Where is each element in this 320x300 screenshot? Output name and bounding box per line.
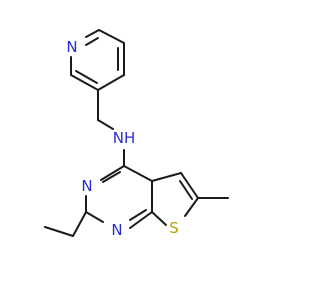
bond	[44, 226, 74, 237]
bond-layer	[44, 29, 229, 237]
bond	[85, 37, 99, 46]
bond	[180, 172, 199, 199]
bond	[129, 209, 147, 221]
bond	[98, 29, 125, 44]
pyrimidine-n1-label: N	[111, 221, 122, 239]
bond	[70, 74, 99, 91]
atom-label-layer: N NH N N S	[66, 38, 178, 239]
bond	[179, 180, 193, 200]
thiophene-sulfur-label: S	[169, 219, 179, 237]
pyrimidine-n3-label: N	[81, 177, 92, 195]
bond	[151, 172, 182, 182]
bond	[97, 74, 125, 91]
bond	[85, 29, 100, 38]
bond	[97, 119, 114, 130]
bond	[75, 70, 98, 84]
bond	[85, 211, 104, 223]
bond	[129, 211, 153, 229]
molecule-structure: N NH N N S	[44, 29, 229, 239]
bond	[100, 165, 125, 181]
amine-nh-label: NH	[113, 129, 136, 147]
bond	[184, 197, 199, 217]
pyridine-nitrogen-label: N	[66, 38, 77, 56]
bond	[72, 211, 87, 237]
bond	[123, 165, 153, 182]
bond	[151, 211, 167, 226]
bond	[102, 171, 121, 183]
